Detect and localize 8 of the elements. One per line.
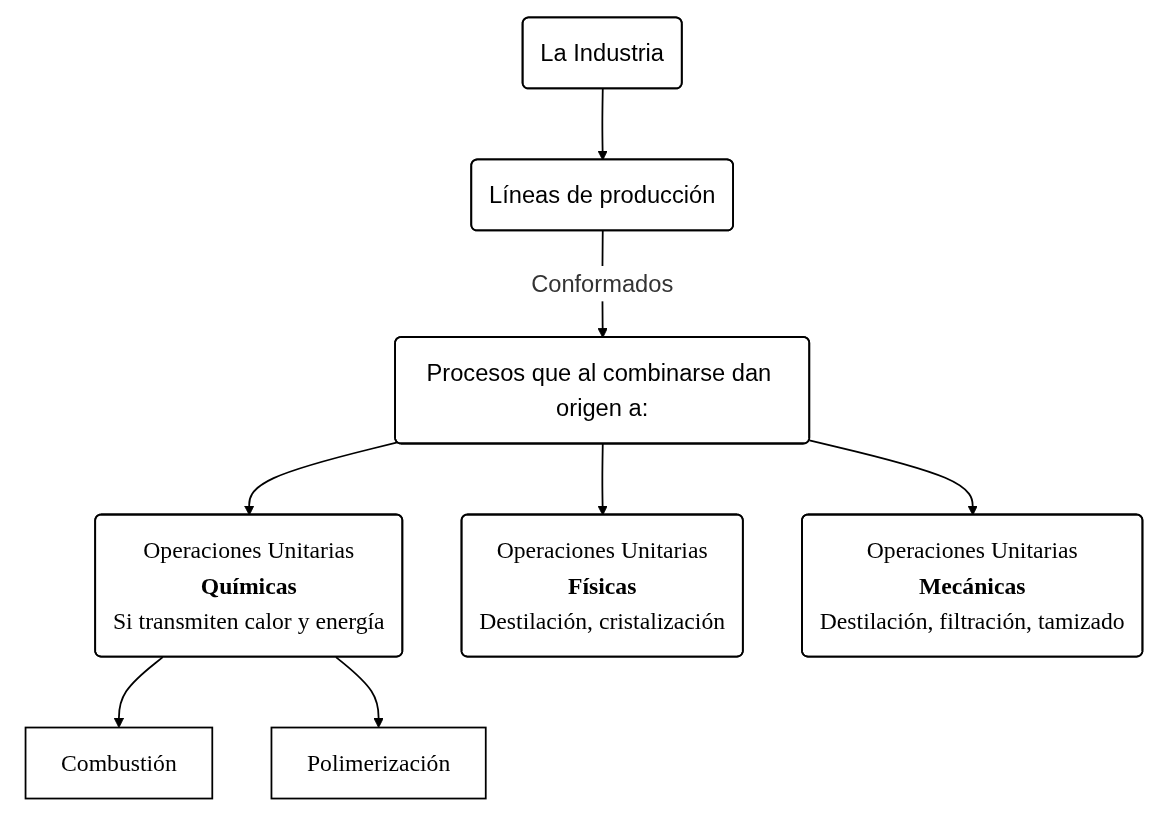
edge-label: Conformados <box>531 270 674 297</box>
node-box: Combustión <box>24 726 214 799</box>
arrow <box>597 442 608 516</box>
arrow <box>335 655 384 728</box>
arrow <box>244 441 399 516</box>
arrow <box>113 655 164 728</box>
arrow <box>808 439 978 516</box>
node-box: Polimerización <box>270 726 487 799</box>
